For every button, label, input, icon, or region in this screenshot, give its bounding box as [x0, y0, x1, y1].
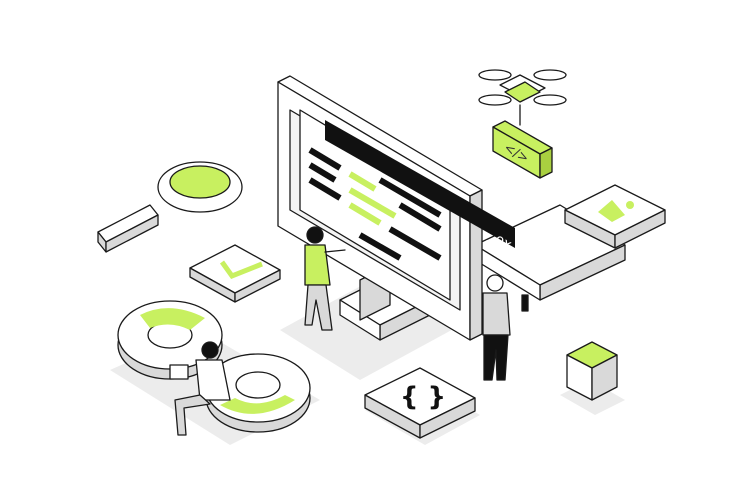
tablet	[521, 294, 529, 312]
magnifying-glass	[97, 161, 243, 253]
code-tile: { }	[364, 367, 476, 439]
person-man-with-tablet	[482, 274, 529, 381]
person-woman-at-screen	[304, 226, 346, 331]
curly-braces-icon: { }	[400, 382, 446, 412]
green-cube	[566, 341, 618, 401]
person-sitting-with-laptop	[169, 341, 231, 436]
check-tile	[189, 244, 281, 303]
code-lines	[308, 147, 442, 261]
drone: </>	[478, 69, 567, 179]
image-tile	[564, 184, 666, 249]
image-icon	[598, 200, 625, 222]
code-window: _ox	[299, 109, 515, 301]
laptop	[169, 364, 189, 380]
checkmark-icon	[219, 260, 263, 280]
